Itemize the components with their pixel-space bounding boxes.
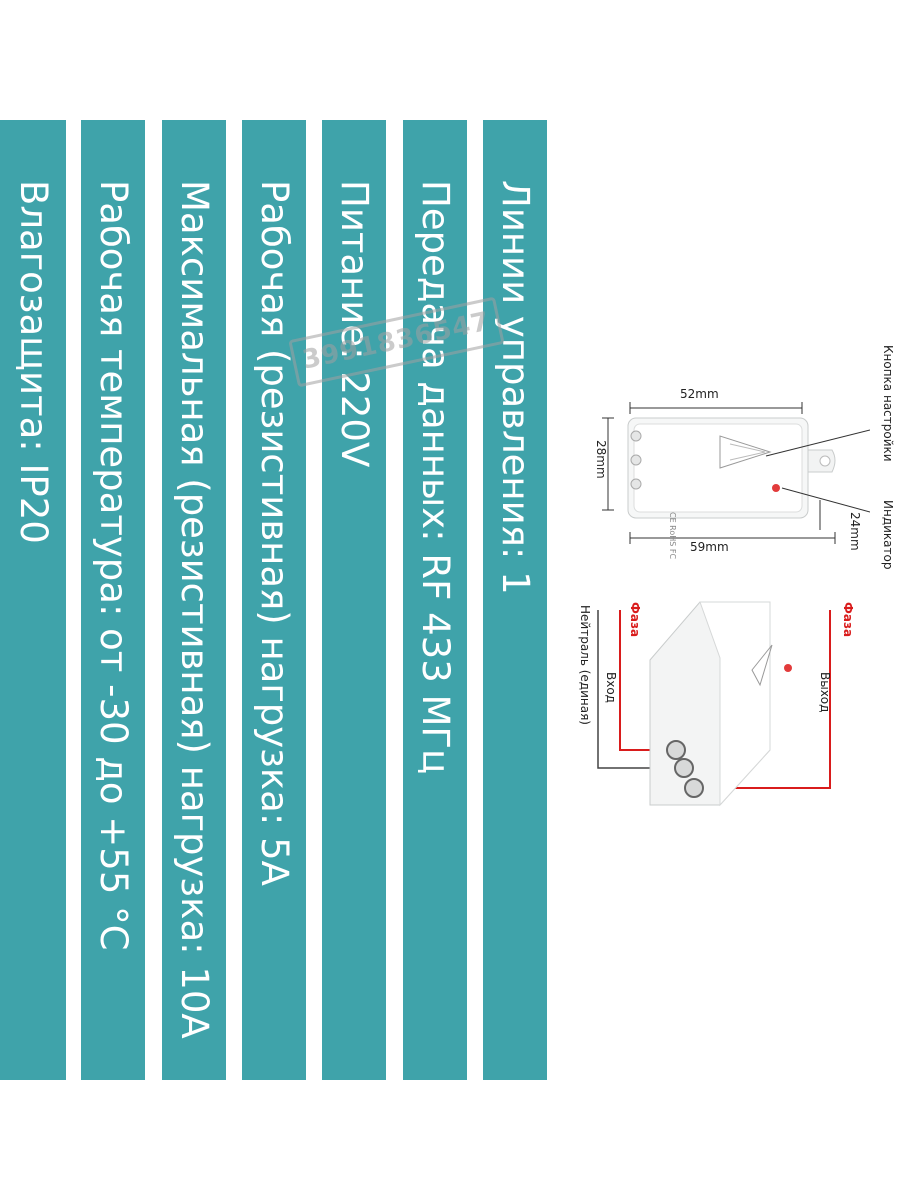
- watermark: 3991836547: [288, 296, 505, 388]
- device-label-text: CE RoHS FC: [668, 512, 677, 560]
- spec-text-temperature: Рабочая температура: от -30 до +55 °С: [92, 180, 135, 951]
- dim-right-height: 24mm: [848, 512, 862, 551]
- wire-output: Выход: [818, 672, 832, 713]
- dim-bottom-width: 59mm: [690, 540, 729, 554]
- spec-text-power: Питание: 220V: [333, 180, 376, 468]
- spec-text-protection: Влагозащита: IP20: [12, 180, 55, 544]
- dim-left-height: 28mm: [594, 440, 608, 479]
- callout-indicator: Индикатор: [881, 500, 895, 570]
- spec-band-6: Рабочая температура: от -30 до +55 °С: [81, 120, 145, 1080]
- wire-phase-left: Фаза: [628, 602, 642, 638]
- spec-text-working-load: Рабочая (резистивная) нагрузка: 5А: [253, 180, 296, 886]
- wire-phase-right: Фаза: [841, 602, 855, 638]
- dim-top-width: 52mm: [680, 387, 719, 401]
- device-dimension-drawing: CE RoHS FC: [602, 402, 870, 560]
- spec-text-control-lines: Линии управления: 1: [494, 180, 537, 595]
- wire-neutral: Нейтраль (единая): [578, 605, 592, 725]
- wiring-diagram: [597, 601, 831, 807]
- wire-input: Вход: [604, 672, 618, 703]
- spec-band-2: Передача данных: RF 433 МГц: [403, 120, 467, 1080]
- spec-band-1: Линии управления: 1: [483, 120, 547, 1080]
- callout-settings-button: Кнопка настройки: [881, 345, 895, 462]
- spec-band-5: Максимальная (резистивная) нагрузка: 10А: [162, 120, 226, 1080]
- spec-text-max-load: Максимальная (резистивная) нагрузка: 10А: [173, 180, 216, 1039]
- spec-band-4: Рабочая (резистивная) нагрузка: 5А: [242, 120, 306, 1080]
- spec-text-data-transfer: Передача данных: RF 433 МГц: [414, 180, 457, 775]
- spec-band-3: Питание: 220V: [322, 120, 386, 1080]
- spec-band-7: Влагозащита: IP20: [0, 120, 66, 1080]
